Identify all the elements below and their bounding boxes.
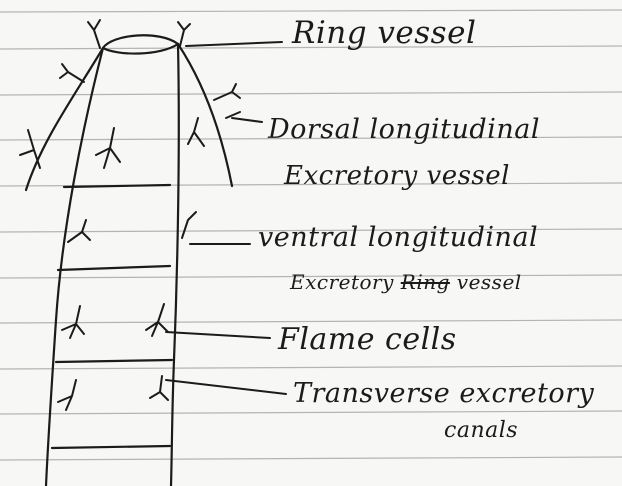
label-flame-cells: Flame cells	[278, 325, 457, 355]
label-transverse-excretory: Transverse excretory	[293, 380, 594, 407]
dorsal-vessel-right	[178, 44, 232, 186]
dorsal-vessel-left	[26, 48, 103, 190]
label-ventral-prefix: Excretory	[290, 270, 401, 294]
ring-vessel-shape	[103, 35, 178, 53]
ventral-vessel-right	[171, 44, 179, 486]
label-ring-vessel: Ring vessel	[292, 18, 476, 49]
transverse-canals	[52, 185, 172, 448]
label-ventral-struck-word: Ring	[401, 270, 450, 294]
label-dorsal-excretory-vessel: Excretory vessel	[284, 163, 510, 189]
label-canals: canals	[444, 420, 518, 442]
label-dorsal-longitudinal: Dorsal longitudinal	[268, 116, 540, 143]
label-ventral-longitudinal: ventral longitudinal	[258, 224, 538, 251]
label-ventral-excretory-vessel: Excretory Ring vessel	[290, 272, 522, 292]
label-ventral-suffix: vessel	[450, 270, 522, 294]
ventral-vessel-left	[46, 48, 103, 486]
